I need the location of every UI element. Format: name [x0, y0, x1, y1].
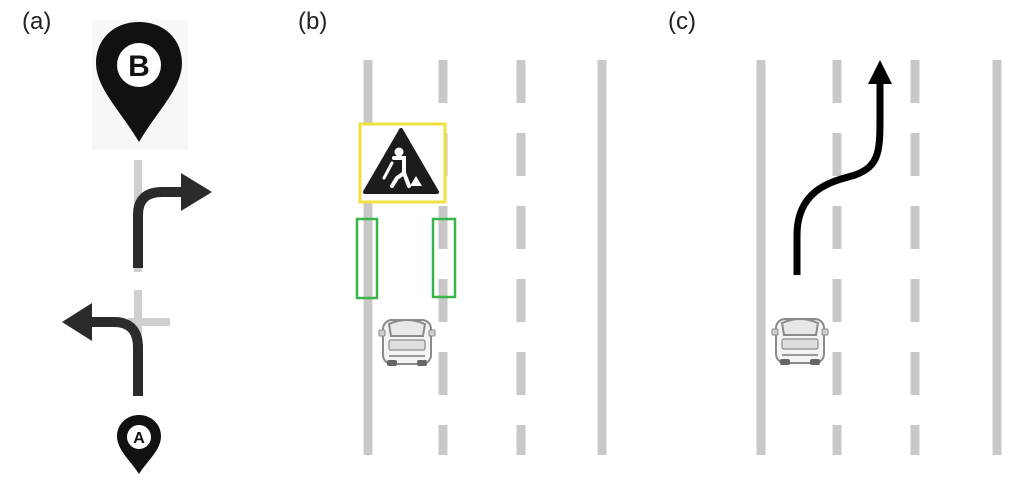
turn-right-arrow-icon [133, 173, 212, 268]
panel-c [756, 60, 1002, 455]
destination-marker-letter: B [128, 50, 150, 83]
car-icon [771, 318, 829, 366]
panel-b [355, 60, 607, 455]
lane-change-arrow-icon [793, 60, 892, 275]
map-pin-icon [96, 22, 182, 142]
car-icon [378, 319, 436, 367]
marking-highlight-box [355, 217, 379, 300]
panel-a-label: (a) [22, 8, 52, 35]
origin-marker-letter: A [133, 430, 145, 447]
turn-left-arrow-icon [62, 303, 143, 396]
map-pin-icon [117, 415, 161, 474]
panel-a: B A [62, 20, 212, 474]
road-work-sign-icon [363, 128, 439, 194]
panel-b-label: (b) [298, 8, 328, 35]
panel-c-label: (c) [668, 8, 696, 35]
marking-highlight-box [431, 217, 457, 299]
